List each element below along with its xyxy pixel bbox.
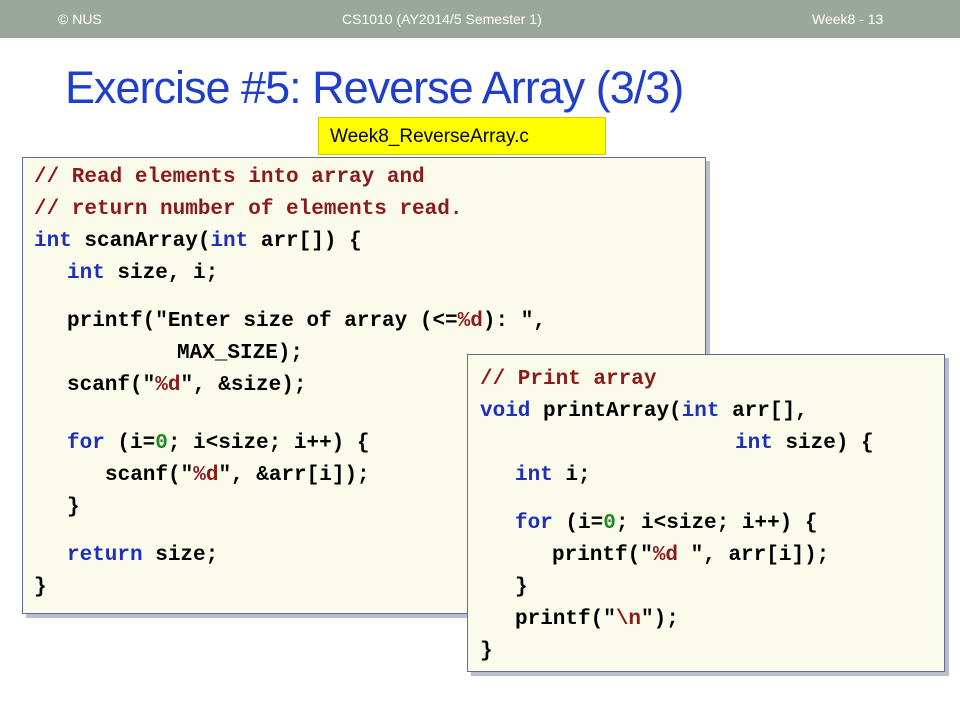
code-line: void printArray(int arr[],	[480, 400, 808, 423]
header-bar: © NUS CS1010 (AY2014/5 Semester 1) Week8…	[0, 0, 960, 38]
code-line: }	[67, 496, 80, 519]
code-line: printf("Enter size of array (<=%d): ",	[67, 310, 546, 333]
code-line: int size) {	[735, 432, 874, 455]
header-course: CS1010 (AY2014/5 Semester 1)	[342, 11, 542, 27]
code-line: for (i=0; i<size; i++) {	[67, 432, 370, 455]
code-line: }	[480, 640, 493, 663]
code-line: printf("%d ", arr[i]);	[552, 544, 830, 567]
code-line: int size, i;	[67, 262, 219, 285]
code-line: return size;	[67, 544, 219, 567]
slide-title: Exercise #5: Reverse Array (3/3)	[65, 62, 684, 113]
print-array-code-box: // Print array void printArray(int arr[]…	[467, 354, 945, 672]
code-line: scanf("%d", &size);	[67, 374, 307, 397]
code-line: }	[34, 576, 47, 599]
code-line: // Read elements into array and	[34, 166, 425, 189]
code-line: for (i=0; i<size; i++) {	[515, 512, 818, 535]
code-line: MAX_SIZE);	[177, 342, 304, 365]
code-line: printf("\n");	[515, 608, 679, 631]
header-slide-number: Week8 - 13	[812, 11, 884, 27]
file-name-label: Week8_ReverseArray.c	[318, 117, 606, 155]
code-line: int i;	[515, 464, 591, 487]
code-line: // return number of elements read.	[34, 198, 463, 221]
code-line: // Print array	[480, 368, 657, 391]
code-line: int scanArray(int arr[]) {	[34, 230, 362, 253]
header-copyright: © NUS	[58, 11, 102, 27]
code-line: scanf("%d", &arr[i]);	[105, 464, 370, 487]
code-line: }	[515, 576, 528, 599]
